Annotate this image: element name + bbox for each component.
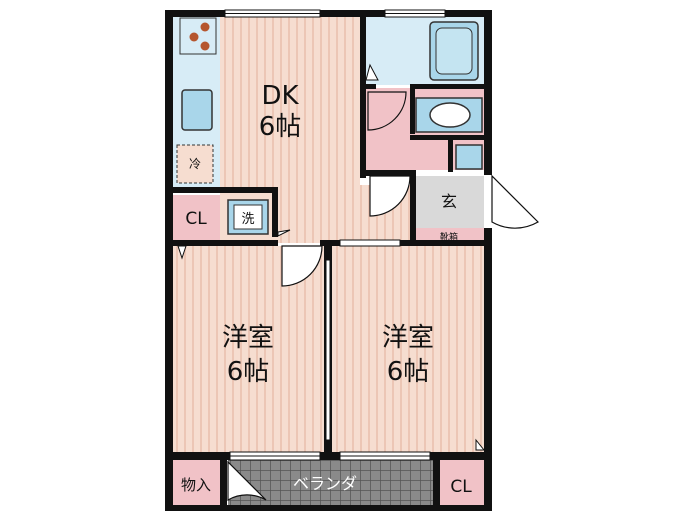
western-right-size: 6帖 [387,357,430,387]
fridge-label: 冷 [189,157,201,171]
fridge-box [176,144,214,184]
windows [224,9,446,461]
western-left-name: 洋室 [222,323,274,353]
washer-inner [233,204,263,230]
stove-burner-1 [200,22,210,32]
western-left-size: 6帖 [227,357,270,387]
western-right-name: 洋室 [382,323,434,353]
triangle-markers [177,63,486,451]
sink-kitchen [181,89,213,131]
closet-left-floor [172,195,220,240]
door-swings [227,91,539,502]
storage-label: 物入 [181,476,211,494]
dk-name: DK [261,81,299,111]
toilet-bowl [429,102,471,128]
western-room-right-floor [332,246,484,453]
wash-basin [455,144,483,170]
storage-floor [172,458,220,506]
dk-size: 6帖 [259,112,302,142]
bath-inner [435,27,473,75]
washer-label: 洗 [241,212,254,227]
closet-left-label: CL [185,209,207,229]
stove-burner-3 [200,41,210,51]
closet-right-floor [438,458,484,506]
shoe-box-label: 靴箱 [440,231,458,243]
closet-right-label: CL [450,477,472,497]
entrance-floor [414,176,484,228]
entrance-label: 玄 [441,192,457,211]
balcony-label: ベランダ [293,474,357,493]
stove-burner-2 [189,32,199,42]
